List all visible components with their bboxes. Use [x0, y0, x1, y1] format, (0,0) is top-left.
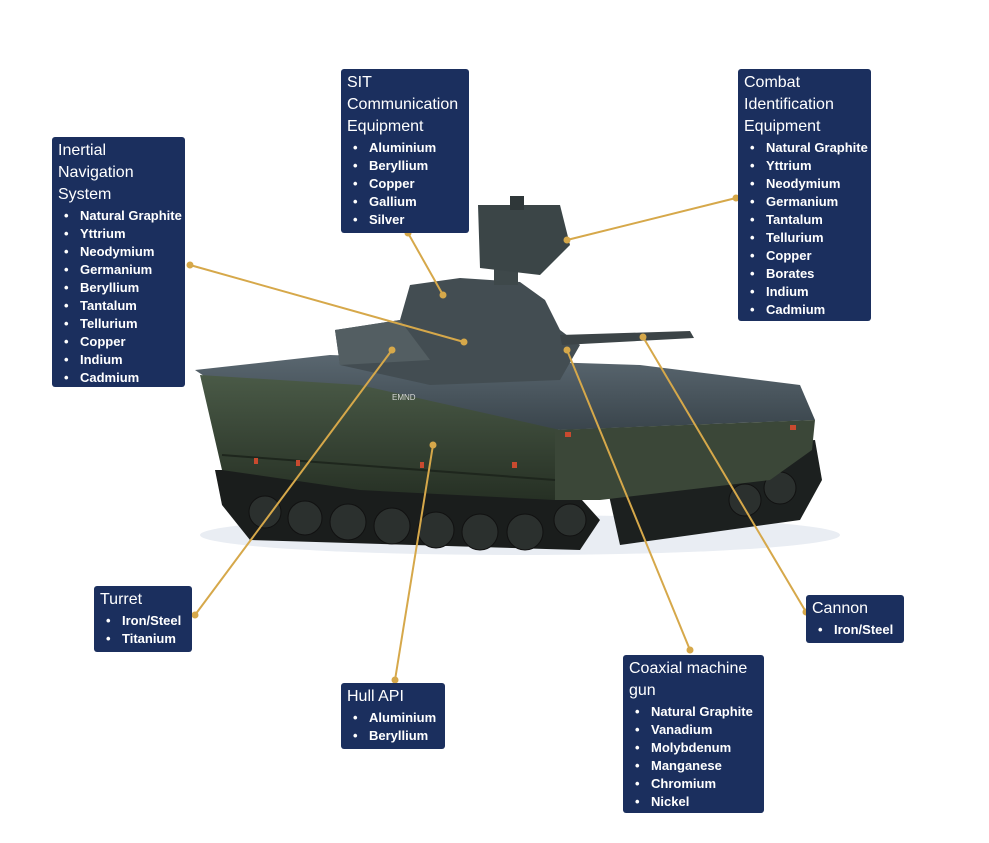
material-item: Silver	[353, 211, 461, 229]
leader-inertial-dot	[460, 338, 468, 346]
leader-hull-dot	[391, 676, 399, 684]
leader-hull-dot	[429, 441, 437, 449]
leader-turret-dot	[388, 346, 396, 354]
material-list: Natural GraphiteYttriumNeodymiumGermaniu…	[58, 207, 182, 387]
callout-title: Hull API	[347, 688, 404, 705]
material-item: Vanadium	[635, 721, 756, 739]
material-item: Cadmium	[64, 369, 177, 387]
material-item: Yttrium	[64, 225, 177, 243]
leader-hull	[394, 444, 434, 681]
material-item: Tantalum	[750, 211, 863, 229]
hull-deck	[195, 355, 815, 430]
leader-coaxial	[566, 349, 691, 651]
material-item: Aluminium	[353, 709, 437, 727]
material-item: Yttrium	[750, 157, 863, 175]
leader-sit-dot	[439, 291, 447, 299]
leader-combat-dot	[563, 236, 571, 244]
material-item: Copper	[353, 175, 461, 193]
callout-title: Inertial Navigation System	[58, 142, 134, 203]
material-item: Iron/Steel	[106, 612, 184, 630]
cannon-barrel	[560, 331, 694, 345]
callout-title: Turret	[100, 591, 143, 608]
leader-combat-dot	[732, 194, 740, 202]
material-item: Titanium	[106, 630, 184, 648]
leader-combat	[566, 197, 737, 241]
material-item: Beryllium	[64, 279, 177, 297]
material-item: Borates	[750, 265, 863, 283]
material-item: Indium	[750, 283, 863, 301]
leader-sit	[407, 232, 444, 296]
material-item: Neodymium	[64, 243, 177, 261]
callout-title: Combat Identification Equipment	[744, 74, 834, 135]
callout-title: Coaxial machine gun	[629, 660, 748, 699]
road-wheels	[248, 471, 797, 551]
material-list: AluminiumBeryllium	[347, 709, 437, 745]
material-item: Indium	[64, 351, 177, 369]
material-item: Copper	[64, 333, 177, 351]
material-item: Cadmium	[750, 301, 863, 319]
material-list: AluminiumBerylliumCopperGalliumSilver	[347, 139, 461, 229]
callout-inertial-navigation-system: Inertial Navigation System Natural Graph…	[52, 137, 185, 387]
hull-side	[200, 375, 560, 500]
material-item: Beryllium	[353, 727, 437, 745]
leader-cannon-dot	[639, 333, 647, 341]
material-item: Nickel	[635, 793, 756, 811]
material-item: Tellurium	[750, 229, 863, 247]
material-item: Tantalum	[64, 297, 177, 315]
marker-lights	[254, 425, 796, 468]
leader-coaxial-dot	[563, 346, 571, 354]
sensor-head	[478, 205, 570, 275]
callout-hull-api: Hull API AluminiumBeryllium	[341, 683, 445, 749]
material-item: Iron/Steel	[818, 621, 896, 639]
material-item: Manganese	[635, 757, 756, 775]
material-item: Chromium	[635, 775, 756, 793]
material-item: Tellurium	[64, 315, 177, 333]
leader-turret	[194, 349, 393, 616]
callout-combat-identification-equipment: Combat Identification Equipment Natural …	[738, 69, 871, 321]
material-list: Natural GraphiteYttriumNeodymiumGermaniu…	[744, 139, 868, 319]
callout-coaxial-machine-gun: Coaxial machine gun Natural GraphiteVana…	[623, 655, 764, 813]
callout-turret: Turret Iron/SteelTitanium	[94, 586, 192, 652]
leader-coaxial-dot	[686, 646, 694, 654]
leader-lines	[186, 194, 810, 684]
leader-cannon	[642, 336, 807, 613]
material-item: Germanium	[64, 261, 177, 279]
leader-inertial	[189, 264, 465, 343]
material-item: Beryllium	[353, 157, 461, 175]
hull-marking: EMND	[392, 393, 416, 402]
material-item: Germanium	[750, 193, 863, 211]
material-item: Aluminium	[353, 139, 461, 157]
leader-turret-dot	[191, 611, 199, 619]
callout-title: SIT Communication Equipment	[347, 74, 459, 135]
callout-title: Cannon	[812, 600, 869, 617]
material-item: Natural Graphite	[635, 703, 756, 721]
sensor-cap	[510, 196, 524, 210]
material-item: Neodymium	[750, 175, 863, 193]
callout-sit-communication-equipment: SIT Communication Equipment AluminiumBer…	[341, 69, 469, 233]
leader-inertial-dot	[186, 261, 194, 269]
callout-cannon: Cannon Iron/Steel	[806, 595, 904, 643]
material-item: Natural Graphite	[750, 139, 868, 157]
material-list: Natural GraphiteVanadiumMolybdenumMangan…	[629, 703, 756, 811]
material-item: Natural Graphite	[64, 207, 182, 225]
material-item: Copper	[750, 247, 863, 265]
skirt-line	[221, 454, 556, 481]
material-list: Iron/Steel	[812, 621, 896, 639]
turret-side	[335, 320, 430, 365]
material-item: Molybdenum	[635, 739, 756, 757]
material-item: Gallium	[353, 193, 461, 211]
material-list: Iron/SteelTitanium	[100, 612, 184, 648]
